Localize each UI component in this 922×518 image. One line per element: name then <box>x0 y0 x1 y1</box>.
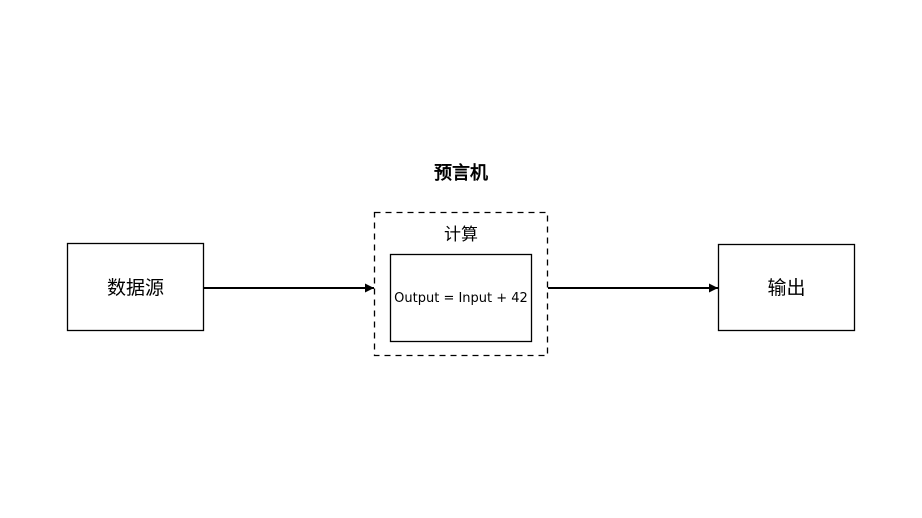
formula-node-label: Output = Input + 42 <box>394 291 528 306</box>
output-node: 输出 <box>717 243 856 332</box>
compute-group-label: 计算 <box>444 225 478 245</box>
diagram-title: 预言机 <box>434 162 488 184</box>
source-node-box <box>66 242 205 332</box>
source-node: 数据源 <box>66 242 205 332</box>
formula-node-box <box>389 253 533 343</box>
output-node-label: 输出 <box>767 277 805 299</box>
output-node-box <box>717 243 856 332</box>
compute-group: 计算 Output = Input + 42 <box>373 211 549 357</box>
source-node-label: 数据源 <box>107 277 164 299</box>
compute-group-boundary <box>373 211 549 357</box>
